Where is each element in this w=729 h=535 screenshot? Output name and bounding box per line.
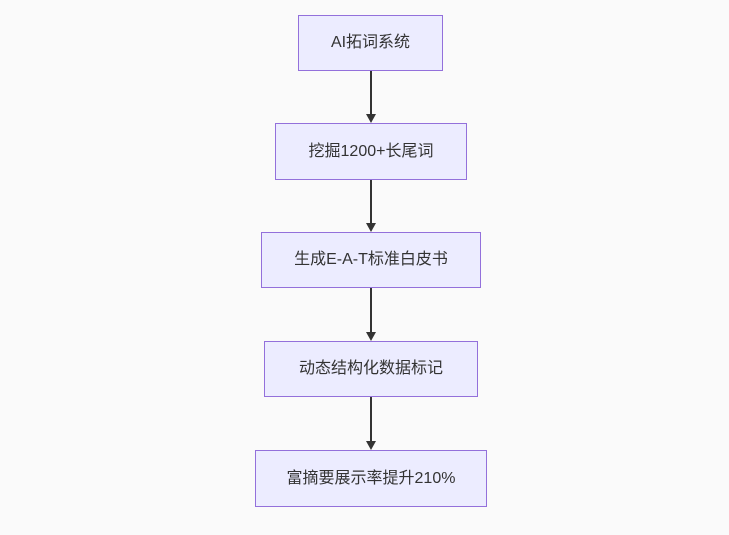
flow-node-label: 富摘要展示率提升210%: [286, 469, 456, 487]
flow-arrow-down: [366, 288, 376, 341]
flow-node-ai-keyword-system: AI拓词系统: [298, 15, 443, 71]
arrow-shaft: [370, 397, 372, 441]
arrow-shaft: [370, 71, 372, 114]
flow-arrow-down: [366, 180, 376, 232]
flow-node-structured-data-markup: 动态结构化数据标记: [264, 341, 478, 397]
arrowhead-down-icon: [366, 223, 376, 232]
arrowhead-down-icon: [366, 332, 376, 341]
flow-node-longtail-keywords: 挖掘1200+长尾词: [275, 123, 467, 180]
arrow-shaft: [370, 180, 372, 223]
flow-node-label: 动态结构化数据标记: [298, 360, 443, 378]
arrowhead-down-icon: [366, 114, 376, 123]
flow-node-eat-whitepaper: 生成E-A-T标准白皮书: [261, 232, 481, 288]
flow-arrow-down: [366, 397, 376, 450]
flow-node-label: 挖掘1200+长尾词: [308, 142, 434, 160]
arrow-shaft: [370, 288, 372, 332]
flow-node-rich-snippet-result: 富摘要展示率提升210%: [255, 450, 487, 507]
flow-node-label: AI拓词系统: [330, 34, 411, 52]
flow-node-label: 生成E-A-T标准白皮书: [294, 251, 448, 269]
flow-arrow-down: [366, 71, 376, 123]
arrowhead-down-icon: [366, 441, 376, 450]
